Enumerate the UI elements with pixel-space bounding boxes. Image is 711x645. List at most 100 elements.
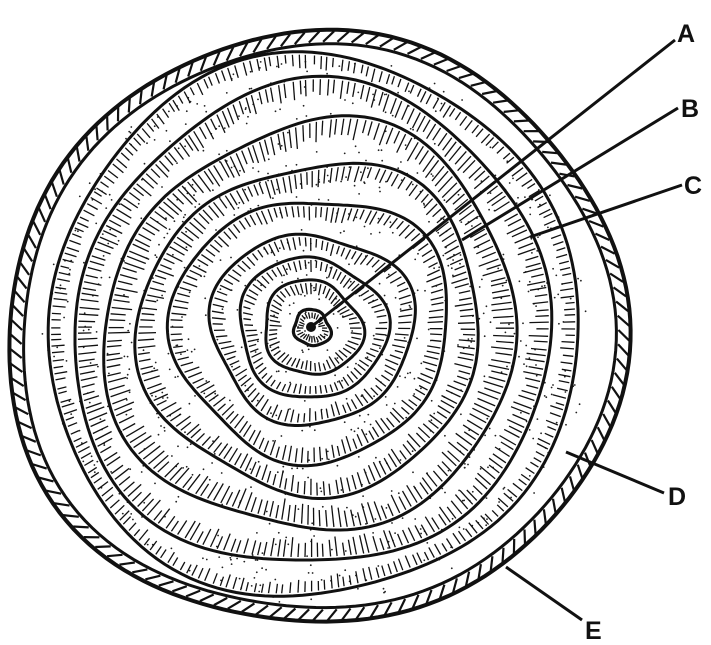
bark-texture-stroke xyxy=(107,555,122,556)
ring-hatch xyxy=(228,228,237,238)
stipple-dot xyxy=(174,376,176,378)
ring-hatch xyxy=(368,121,372,135)
stipple-dot xyxy=(316,184,318,186)
ring-hatch xyxy=(537,444,548,450)
stipple-dot xyxy=(384,94,386,96)
ring-hatch xyxy=(201,255,213,263)
stipple-dot xyxy=(154,254,156,256)
stipple-dot xyxy=(381,149,383,151)
stipple-dot xyxy=(357,92,359,94)
stipple-dot xyxy=(433,413,435,415)
stipple-dot xyxy=(274,579,276,581)
ring-hatch xyxy=(287,238,290,250)
stipple-dot xyxy=(346,507,348,509)
stipple-dot xyxy=(272,197,274,199)
stipple-dot xyxy=(109,229,111,231)
ring-hatch xyxy=(391,98,397,114)
ring-hatch xyxy=(460,353,474,355)
ring-hatch xyxy=(391,495,400,513)
stipple-dot xyxy=(296,467,298,469)
stipple-dot xyxy=(266,511,268,513)
ring-hatch xyxy=(302,447,303,462)
stipple-dot xyxy=(304,330,306,332)
ring-hatch xyxy=(467,420,482,429)
stipple-dot xyxy=(167,397,169,399)
ring-hatch xyxy=(493,316,513,317)
ring-hatch xyxy=(343,543,345,556)
stipple-dot xyxy=(282,466,284,468)
ring-hatch xyxy=(375,169,380,180)
stipple-dot xyxy=(142,307,144,309)
ring-hatch xyxy=(337,272,341,280)
stipple-dot xyxy=(373,335,375,337)
ring-hatch xyxy=(386,272,396,279)
stipple-dot xyxy=(60,284,62,286)
stipple-dot xyxy=(423,559,425,561)
stipple-dot xyxy=(237,309,239,311)
ring-hatch xyxy=(57,387,66,389)
ring-hatch xyxy=(271,137,275,155)
ring-hatch xyxy=(65,253,77,257)
ring-hatch xyxy=(78,345,98,347)
ring-hatch xyxy=(289,446,292,462)
stipple-dot xyxy=(67,301,69,303)
stipple-dot xyxy=(169,228,171,230)
ring-hatch xyxy=(270,501,274,517)
stipple-dot xyxy=(252,167,254,169)
ring-hatch xyxy=(105,495,113,501)
ring-hatch xyxy=(103,231,116,237)
ring-hatch xyxy=(454,364,471,368)
stipple-dot xyxy=(412,471,414,473)
ring-hatch xyxy=(226,492,232,505)
stipple-dot xyxy=(281,145,283,147)
stipple-dot xyxy=(255,351,257,353)
ring-hatch xyxy=(61,266,70,268)
stipple-dot xyxy=(178,496,180,498)
ring-hatch xyxy=(446,390,461,397)
ring-hatch xyxy=(259,367,267,374)
stipple-dot xyxy=(373,395,375,397)
bark-texture-stroke xyxy=(612,387,621,400)
ring-hatch xyxy=(390,355,401,359)
ring-hatch xyxy=(455,112,460,120)
ring-hatch xyxy=(329,484,330,495)
ring-hatch xyxy=(290,286,295,295)
stipple-dot xyxy=(251,88,253,90)
stipple-dot xyxy=(330,113,332,115)
stipple-dot xyxy=(304,295,306,297)
ring-hatch xyxy=(459,291,470,294)
ring-hatch xyxy=(529,336,548,337)
stipple-dot xyxy=(506,280,508,282)
stipple-dot xyxy=(143,349,145,351)
ring-hatch xyxy=(390,218,398,228)
stipple-dot xyxy=(203,468,205,470)
ring-hatch xyxy=(102,487,113,496)
ring-hatch xyxy=(483,381,503,387)
ring-hatch xyxy=(143,228,155,235)
stipple-dot xyxy=(279,601,281,603)
ring-hatch xyxy=(161,550,167,558)
ring-hatch xyxy=(291,475,293,491)
ring-hatch xyxy=(447,507,456,519)
stipple-dot xyxy=(103,444,105,446)
stipple-dot xyxy=(383,592,385,594)
stipple-dot xyxy=(555,275,557,277)
ring-hatch xyxy=(288,383,291,392)
stipple-dot xyxy=(246,123,248,125)
ring-hatch xyxy=(326,207,328,221)
stipple-dot xyxy=(471,338,473,340)
ring-hatch xyxy=(427,124,436,139)
ring-hatch xyxy=(347,403,351,412)
stipple-dot xyxy=(250,208,252,210)
stipple-dot xyxy=(487,466,489,468)
bark-texture-stroke xyxy=(553,499,556,514)
ring-hatch xyxy=(272,270,277,277)
ring-hatch xyxy=(243,63,246,76)
ring-hatch xyxy=(400,451,406,460)
ring-hatch xyxy=(351,371,358,379)
stipple-dot xyxy=(358,152,360,154)
stipple-dot xyxy=(490,321,492,323)
ring-hatch xyxy=(299,322,304,325)
ring-hatch xyxy=(239,221,245,230)
stipple-dot xyxy=(185,123,187,125)
